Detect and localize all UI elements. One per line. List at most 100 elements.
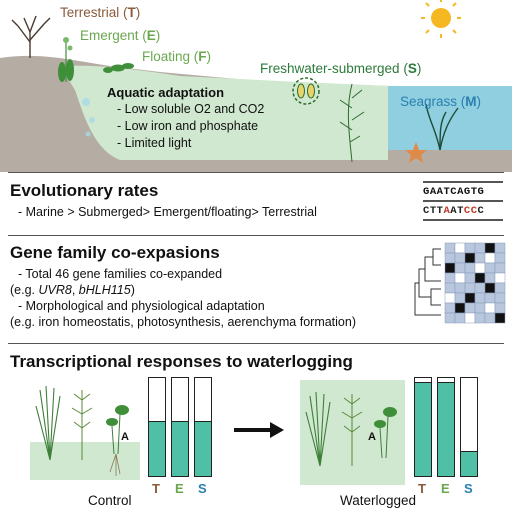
bar-label: T [152,481,160,496]
expression-bar [148,377,166,477]
transcriptional-title: Transcriptional responses to waterloggin… [10,352,353,371]
gene-family-text: - Total 46 gene families co-expanded (e.… [10,267,357,329]
heatmap-cell [484,272,496,284]
heatmap-cell [464,252,476,264]
bar-label: T [418,481,426,496]
floating-plant-icon [103,63,134,73]
grass-plant-icon [305,391,331,467]
habitat-scene [0,0,512,172]
heatmap-cell [474,312,486,324]
emergent-plant-icon [341,394,363,466]
heatmap-cell [474,292,486,304]
expression-bar [437,377,455,477]
sun-icon [421,0,461,38]
heatmap-cell [444,302,456,314]
heatmap-cell [474,302,486,314]
seagrass-plant-icon [425,103,459,151]
heatmap-cell [454,242,466,254]
expression-bar [460,377,478,477]
heatmap-cell [464,312,476,324]
heatmap-cell [464,242,476,254]
heatmap-cell [484,252,496,264]
heatmap-cell [484,292,496,304]
heatmap-cell [454,282,466,294]
heatmap-cell [484,312,496,324]
seagrass-label: Seagrass (M) [400,94,482,109]
sequence-bottom: CTTAATCCC [423,205,485,217]
lily-plant-icon [374,407,397,459]
heatmap-cell [464,262,476,274]
heatmap-cell [454,252,466,264]
starfish-icon [405,142,427,163]
heatmap-cell [454,292,466,304]
emergent-plant-icon [71,390,93,460]
waterlogged-label: Waterlogged [340,493,417,508]
heatmap-cell [454,302,466,314]
heatmap-cell [444,272,456,284]
lily-plant-icon [106,405,129,476]
tree-icon [11,15,51,58]
evolutionary-rates-title: Evolutionary rates [10,181,159,200]
evolutionary-rates-text: - Marine > Submerged> Emergent/floating>… [18,205,317,219]
heatmap-cell [484,282,496,294]
expression-bar [171,377,189,477]
heatmap-cell [474,282,486,294]
heatmap-cell [494,262,506,274]
control-scene [30,385,140,480]
heatmap-grid [444,242,506,324]
grass-plant-icon [35,385,61,461]
heatmap-cell [444,262,456,274]
heatmap-tree-graphic [414,242,506,324]
submerged-plant-icon [339,83,365,163]
heatmap-cell [494,272,506,284]
chloroplast-icon [292,77,320,105]
divider [8,235,504,236]
aquatic-adaptation-box: Aquatic adaptation - Low soluble O2 and … [107,84,264,152]
sequence-top: GAATCAGTG [423,186,485,198]
control-label: Control [88,493,132,508]
bar-label: S [464,481,473,496]
gene-family-title: Gene family co-expasions [10,243,220,262]
heatmap-cell [444,252,456,264]
bar-label: S [198,481,207,496]
heatmap-cell [474,262,486,274]
terrestrial-label: Terrestrial (T) [60,5,141,20]
emergent-plant-icon [58,37,74,82]
heatmap-cell [464,292,476,304]
heatmap-cell [494,292,506,304]
plant-marker: A [368,431,376,443]
heatmap-cell [494,242,506,254]
heatmap-cell [474,272,486,284]
heatmap-cell [454,312,466,324]
heatmap-cell [454,272,466,284]
heatmap-cell [474,252,486,264]
waterlogged-scene [300,380,405,485]
expression-bar [194,377,212,477]
heatmap-cell [444,242,456,254]
heatmap-cell [444,292,456,304]
submerged-label: Freshwater-submerged (S) [260,61,422,76]
sequence-graphic: GAATCAGTG CTTAATCCC [423,181,503,225]
phylogeny-tree [414,248,441,316]
divider [8,343,504,344]
adaptation-item: - Low soluble O2 and CO2 [117,102,265,116]
divider [8,172,504,173]
heatmap-cell [484,242,496,254]
heatmap-cell [494,302,506,314]
heatmap-cell [494,252,506,264]
expression-bar [414,377,432,477]
heatmap-cell [484,262,496,274]
heatmap-cell [464,272,476,284]
adaptation-item: - Limited light [117,136,192,150]
heatmap-cell [444,312,456,324]
heatmap-cell [494,312,506,324]
adaptation-title: Aquatic adaptation [107,85,225,100]
heatmap-cell [484,302,496,314]
arrow-icon [234,422,284,438]
emergent-label: Emergent (E) [80,28,161,43]
bar-label: E [441,481,450,496]
heatmap-cell [454,262,466,274]
heatmap-cell [444,282,456,294]
bubble-icons [82,98,95,137]
adaptation-item: - Low iron and phosphate [117,119,259,133]
